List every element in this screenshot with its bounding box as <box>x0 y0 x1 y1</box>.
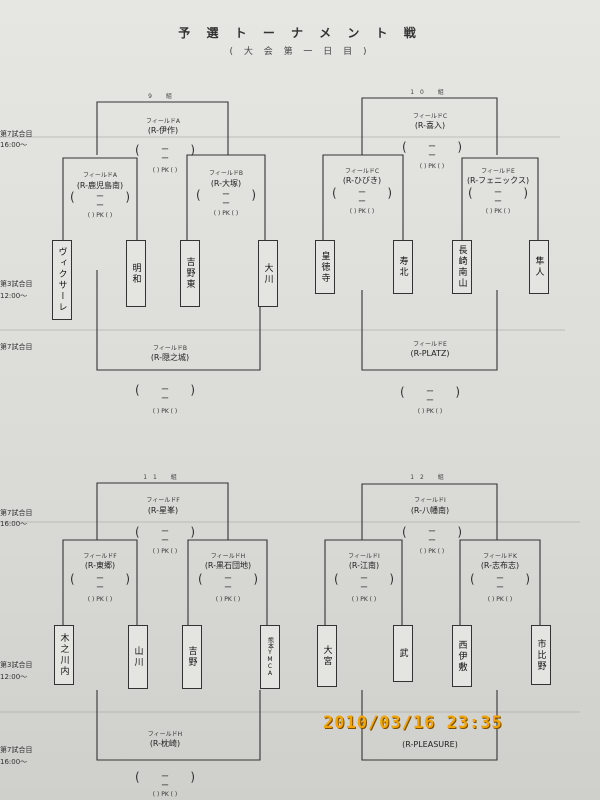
field-label: フィールドC <box>412 113 448 120</box>
referee-label: (R-フェニックス) <box>466 176 530 185</box>
field-label: フィールドF <box>146 497 180 504</box>
referee-label: (R-PLATZ) <box>410 349 450 358</box>
round-time: 16:00～ <box>0 758 28 766</box>
team-box: 山川 <box>128 625 148 689</box>
referee-label: (R-伊作) <box>147 126 179 135</box>
team-box: 明和 <box>126 240 146 307</box>
field-label: フィールドI <box>414 497 446 504</box>
referee-label: (R-鹿児島南) <box>76 181 124 190</box>
team-box: 木之川内 <box>54 625 74 685</box>
round-label: 第7試合目 <box>0 746 33 754</box>
pk-score: ( ) PK ( ) <box>87 596 113 603</box>
pk-score: ( ) PK ( ) <box>152 548 178 555</box>
team-box: 吉野東 <box>180 240 200 307</box>
referee-label: (R-喜入) <box>414 121 446 130</box>
group-label: 10 組 <box>410 89 450 96</box>
pk-score: ( ) PK ( ) <box>419 548 445 555</box>
round-label: 第7試合目 <box>0 130 33 138</box>
pk-score: ( ) PK ( ) <box>152 408 178 415</box>
referee-label: (R-大塚) <box>210 179 242 188</box>
field-label: フィールドH <box>147 731 183 738</box>
team-box: 皇徳寺 <box>315 240 335 294</box>
pk-score: ( ) PK ( ) <box>417 408 443 415</box>
field-label: フィールドH <box>210 553 246 560</box>
pk-score: ( ) PK ( ) <box>152 791 178 798</box>
referee-label: (R-八幡南) <box>410 506 450 515</box>
team-box: 大宮 <box>317 625 337 687</box>
field-label: フィールドA <box>146 118 180 125</box>
team-box: 武 <box>393 625 413 682</box>
team-box: 西伊敷 <box>452 625 472 687</box>
pk-score: ( ) PK ( ) <box>349 208 375 215</box>
referee-label: (R-PLEASURE) <box>402 740 458 749</box>
round-label: 第3試合目 <box>0 280 33 288</box>
team-box: ヴィクサーレ <box>52 240 72 320</box>
team-box: 吉野 <box>182 625 202 689</box>
camera-timestamp: 2010/03/16 23:35 <box>323 713 503 733</box>
pk-score: ( ) PK ( ) <box>87 212 113 219</box>
pk-score: ( ) PK ( ) <box>213 210 239 217</box>
pk-score: ( ) PK ( ) <box>351 596 377 603</box>
round-label: 第3試合目 <box>0 661 33 669</box>
group-label: 12 組 <box>410 474 450 481</box>
field-label: フィールドK <box>483 553 517 560</box>
referee-label: (R-星峯) <box>147 506 179 515</box>
referee-label: (R-枕崎) <box>149 739 181 748</box>
pk-score: ( ) PK ( ) <box>487 596 513 603</box>
page-subtitle: ( 大 会 第 一 日 目 ) <box>229 47 371 57</box>
referee-label: (R-ひびき) <box>342 176 382 185</box>
pk-score: ( ) PK ( ) <box>152 167 178 174</box>
pk-score: ( ) PK ( ) <box>485 208 511 215</box>
referee-label: (R-隠之城) <box>150 353 190 362</box>
team-box: 市比野 <box>531 625 551 685</box>
round-label: 第7試合目 <box>0 509 33 517</box>
field-label: フィールドF <box>83 553 117 560</box>
referee-label: (R-江南) <box>348 561 380 570</box>
round-time: 12:00～ <box>0 673 28 681</box>
team-box: 熊本YMCA <box>260 625 280 689</box>
referee-label: (R-東郷) <box>84 561 116 570</box>
referee-label: (R-黒石団地) <box>204 561 252 570</box>
field-label: フィールドC <box>344 168 380 175</box>
group-label: 9 組 <box>148 93 178 100</box>
group-label: 11 組 <box>143 474 183 481</box>
field-label: フィールドE <box>481 168 515 175</box>
round-time: 16:00～ <box>0 520 28 528</box>
team-box: 長崎南山 <box>452 240 472 294</box>
pk-score: ( ) PK ( ) <box>419 163 445 170</box>
referee-label: (R-志布志) <box>480 561 520 570</box>
pk-score: ( ) PK ( ) <box>215 596 241 603</box>
field-label: フィールドB <box>209 170 243 177</box>
team-box: 寿北 <box>393 240 413 294</box>
field-label: フィールドE <box>413 341 447 348</box>
field-label: フィールドA <box>83 172 117 179</box>
field-label: フィールドB <box>153 345 187 352</box>
field-label: フィールドI <box>348 553 380 560</box>
round-time: 16:00～ <box>0 141 28 149</box>
team-box: 隼人 <box>529 240 549 294</box>
round-time: 12:00～ <box>0 292 28 300</box>
team-box: 大川 <box>258 240 278 307</box>
page-title: 予 選 ト ー ナ メ ン ト 戦 <box>178 26 422 40</box>
round-label: 第7試合目 <box>0 343 33 351</box>
